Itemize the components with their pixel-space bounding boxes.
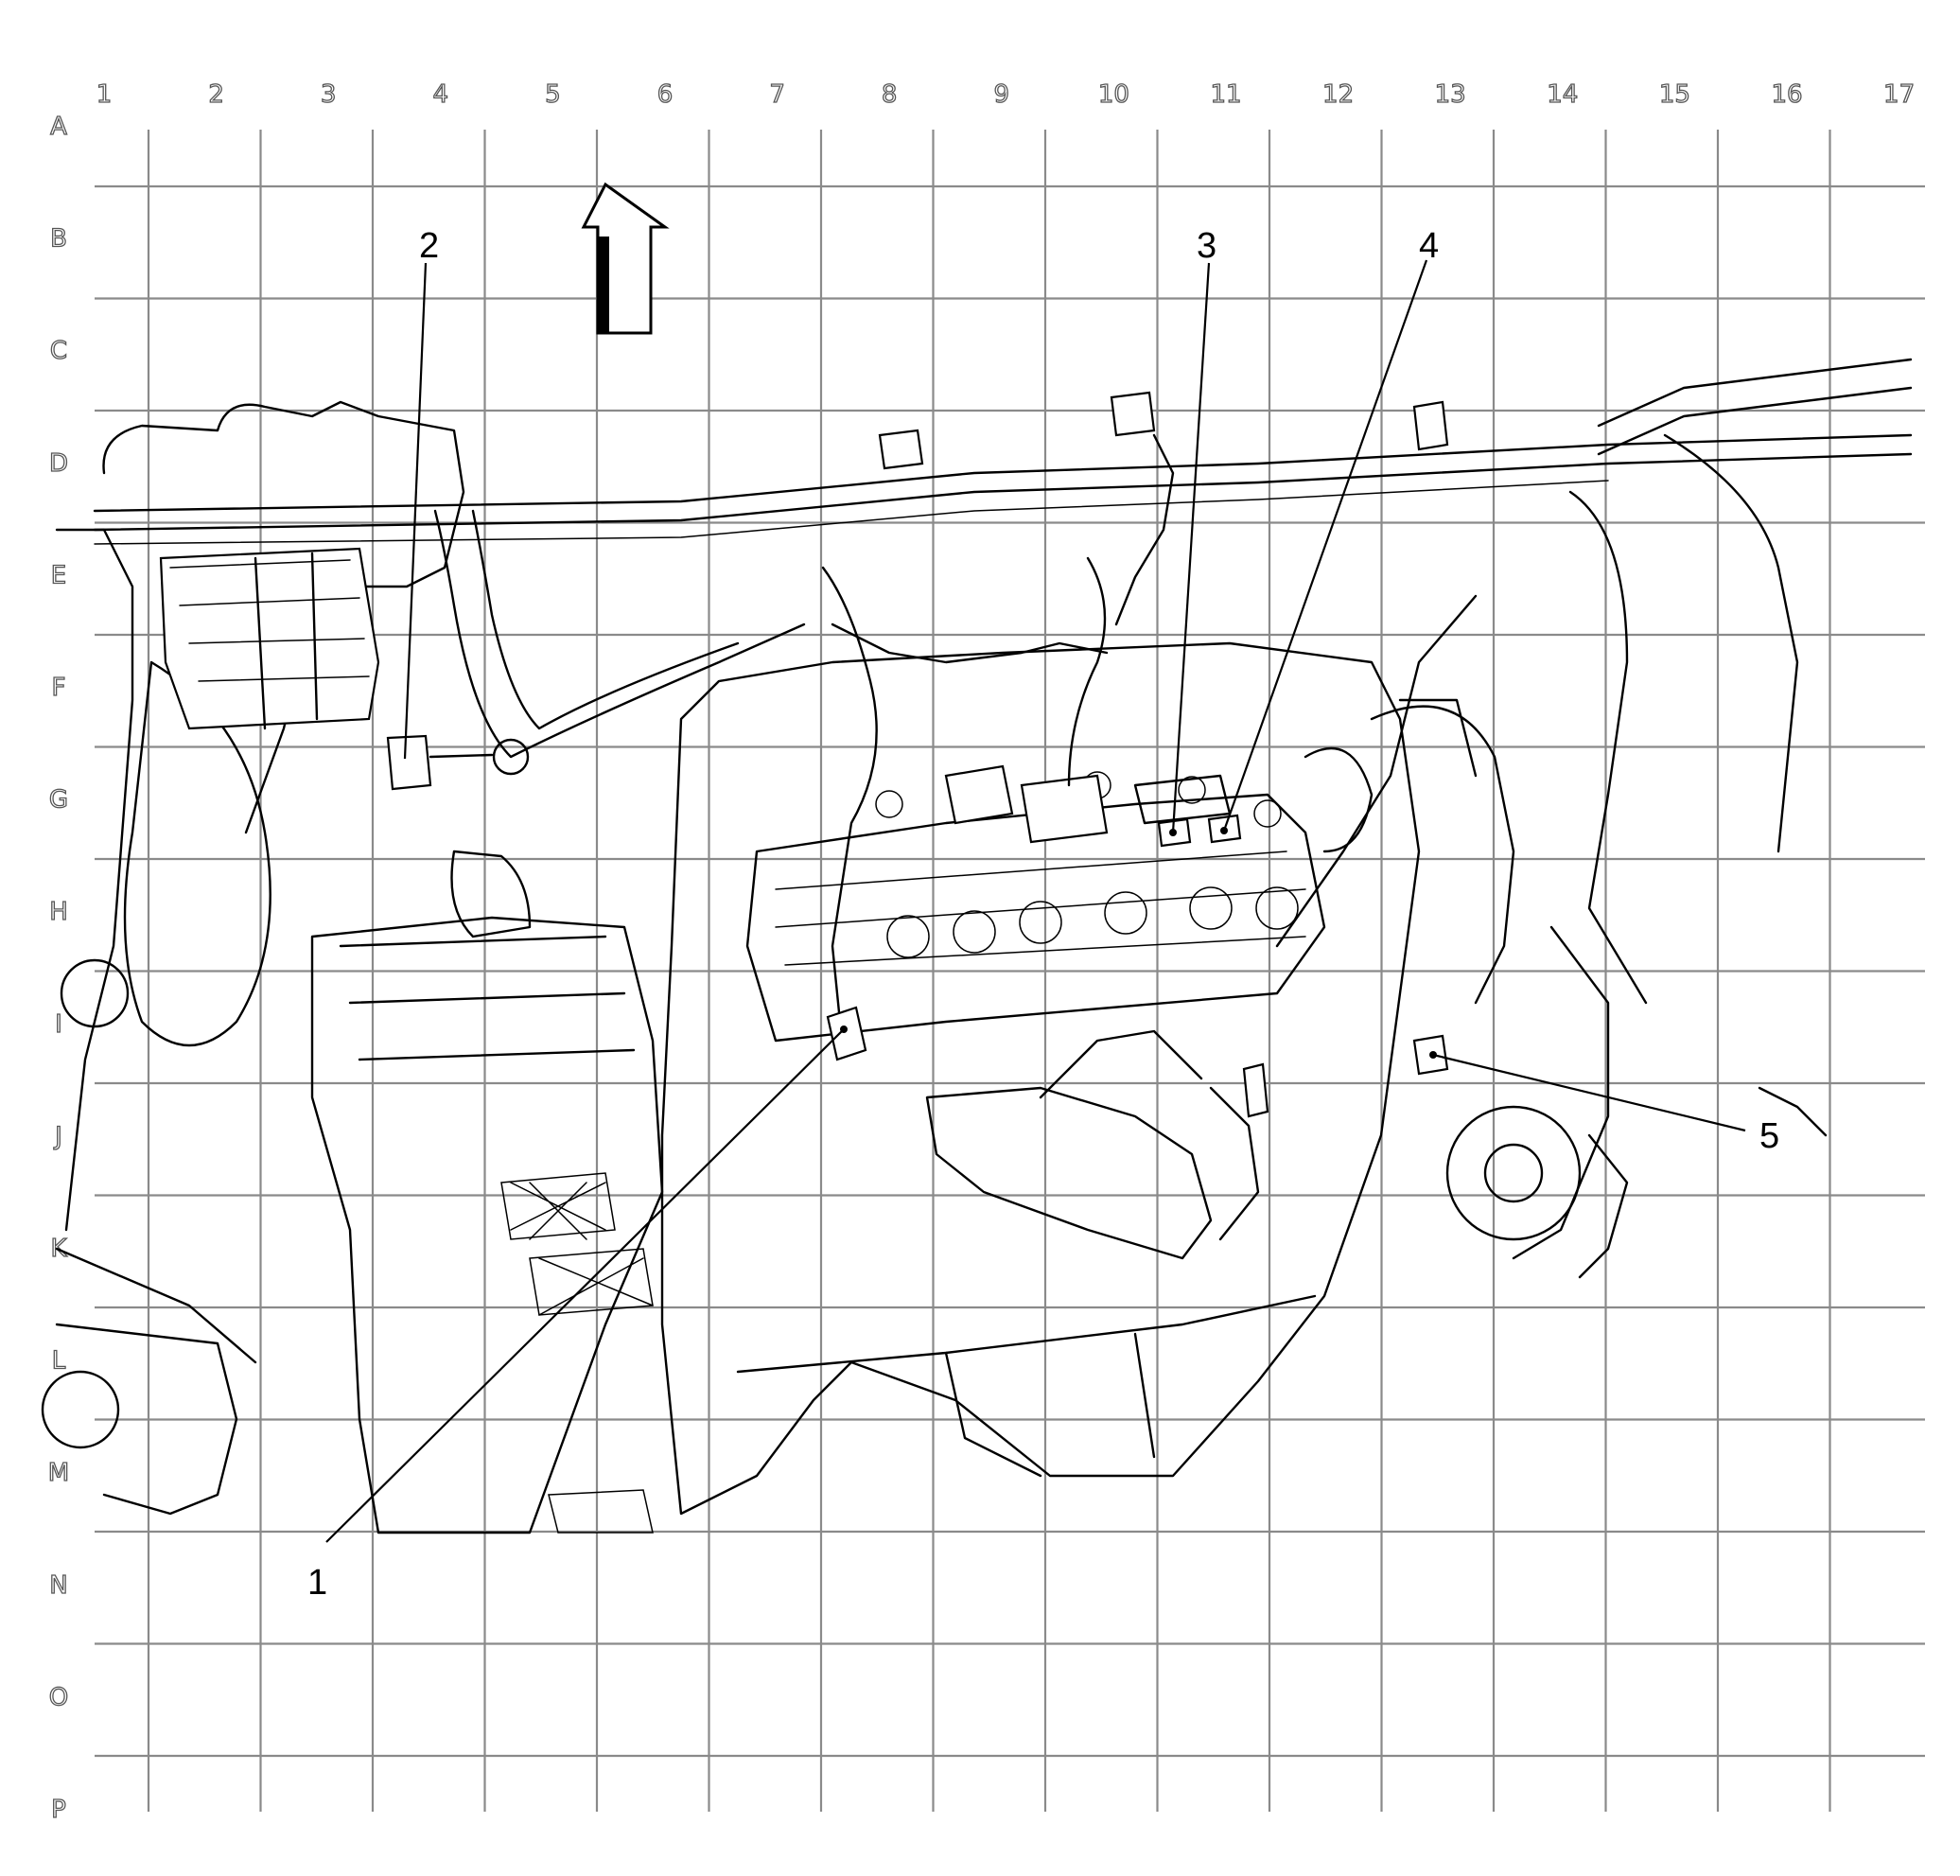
grid-column-label: 7: [769, 80, 785, 109]
grid-column-label: 8: [882, 80, 898, 109]
grid-column-label: 16: [1771, 80, 1802, 109]
grid-column-label: 15: [1659, 80, 1690, 109]
locator-grid: [95, 130, 1925, 1812]
grid-column-label: 2: [208, 80, 224, 109]
engine-illustration: [41, 358, 1913, 1534]
grid-row-label: H: [49, 898, 68, 926]
grid-row-label: L: [52, 1347, 66, 1376]
leader-5: [1432, 1053, 1746, 1132]
grid-column-label: 4: [433, 80, 449, 109]
leader-4: [1222, 259, 1428, 832]
callout-3: 3: [1197, 226, 1216, 266]
leader-3: [1171, 262, 1211, 833]
grid-row-label: F: [52, 674, 66, 702]
grid-row-label: C: [50, 337, 67, 365]
callout-leaders: [325, 259, 1746, 1543]
grid-column-label: 17: [1883, 80, 1915, 109]
grid-row-label: D: [49, 449, 68, 478]
forward-arrow-icon: [581, 182, 670, 335]
grid-column-label: 12: [1322, 80, 1354, 109]
grid-row-label: A: [50, 113, 67, 141]
grid-column-label: 3: [321, 80, 337, 109]
grid-row-label: O: [49, 1683, 68, 1711]
grid-row-label: E: [51, 561, 66, 589]
callout-4: 4: [1419, 226, 1439, 266]
grid-row-label: G: [49, 786, 68, 815]
leader-1: [325, 1028, 845, 1543]
callout-1: 1: [307, 1563, 327, 1603]
grid-row-label: B: [50, 225, 67, 254]
grid-row-label: M: [48, 1459, 69, 1487]
grid-row-label: P: [51, 1796, 66, 1824]
grid-column-label: 9: [994, 80, 1010, 109]
grid-column-label: 11: [1210, 80, 1241, 109]
grid-row-label: J: [53, 1122, 62, 1150]
grid-column-label: 13: [1435, 80, 1466, 109]
leader-2: [403, 262, 428, 760]
grid-column-label: 5: [545, 80, 561, 109]
callout-2: 2: [419, 226, 439, 266]
grid-column-label: 1: [96, 80, 113, 109]
grid-row-label: N: [49, 1571, 67, 1600]
grid-column-label: 14: [1547, 80, 1578, 109]
callout-5: 5: [1759, 1116, 1779, 1156]
grid-row-label: I: [55, 1010, 62, 1039]
grid-column-label: 10: [1098, 80, 1129, 109]
grid-column-label: 6: [657, 80, 674, 109]
